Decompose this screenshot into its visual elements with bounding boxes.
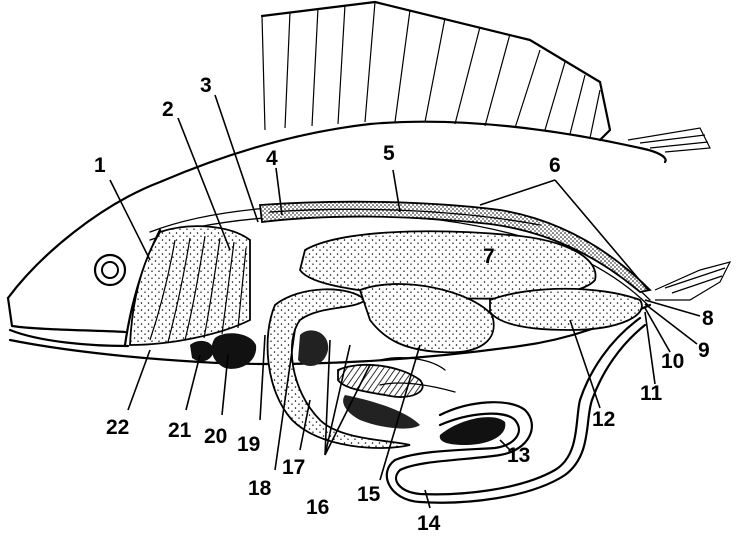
label-6: 6 xyxy=(549,154,561,177)
label-10: 10 xyxy=(661,350,684,373)
dorsal-fin xyxy=(260,0,612,142)
label-12: 12 xyxy=(592,408,615,431)
label-2: 2 xyxy=(162,98,174,121)
label-4: 4 xyxy=(266,147,278,170)
label-15: 15 xyxy=(357,483,381,506)
label-17: 17 xyxy=(282,456,305,479)
label-13: 13 xyxy=(507,444,530,467)
tail-fin xyxy=(627,127,732,301)
stomach xyxy=(358,283,495,354)
label-19: 19 xyxy=(237,433,260,456)
label-22: 22 xyxy=(106,416,129,439)
gonad xyxy=(489,287,643,331)
eye xyxy=(93,253,127,287)
label-21: 21 xyxy=(168,419,192,442)
body-outline xyxy=(6,120,667,300)
leader-lines xyxy=(109,94,701,509)
label-14: 14 xyxy=(417,512,441,535)
label-16: 16 xyxy=(306,496,329,519)
intestine-loops xyxy=(298,330,456,429)
heart-atrium xyxy=(190,340,214,362)
intestine-lower-loop xyxy=(385,316,647,504)
gills xyxy=(129,225,251,346)
label-1: 1 xyxy=(94,154,106,177)
label-5: 5 xyxy=(383,142,395,165)
label-20: 20 xyxy=(204,425,227,448)
mouth xyxy=(6,296,130,348)
spleen xyxy=(439,417,506,445)
heart xyxy=(211,333,257,369)
label-11: 11 xyxy=(640,382,663,405)
label-18: 18 xyxy=(248,477,272,500)
label-3: 3 xyxy=(200,74,212,97)
belly-outline xyxy=(8,303,652,366)
label-7: 7 xyxy=(483,245,495,268)
label-8: 8 xyxy=(702,307,714,330)
number-labels: 1 2 3 4 5 6 7 8 9 10 11 12 13 14 15 16 1… xyxy=(94,74,714,535)
kidney xyxy=(258,200,652,293)
label-9: 9 xyxy=(698,339,710,362)
